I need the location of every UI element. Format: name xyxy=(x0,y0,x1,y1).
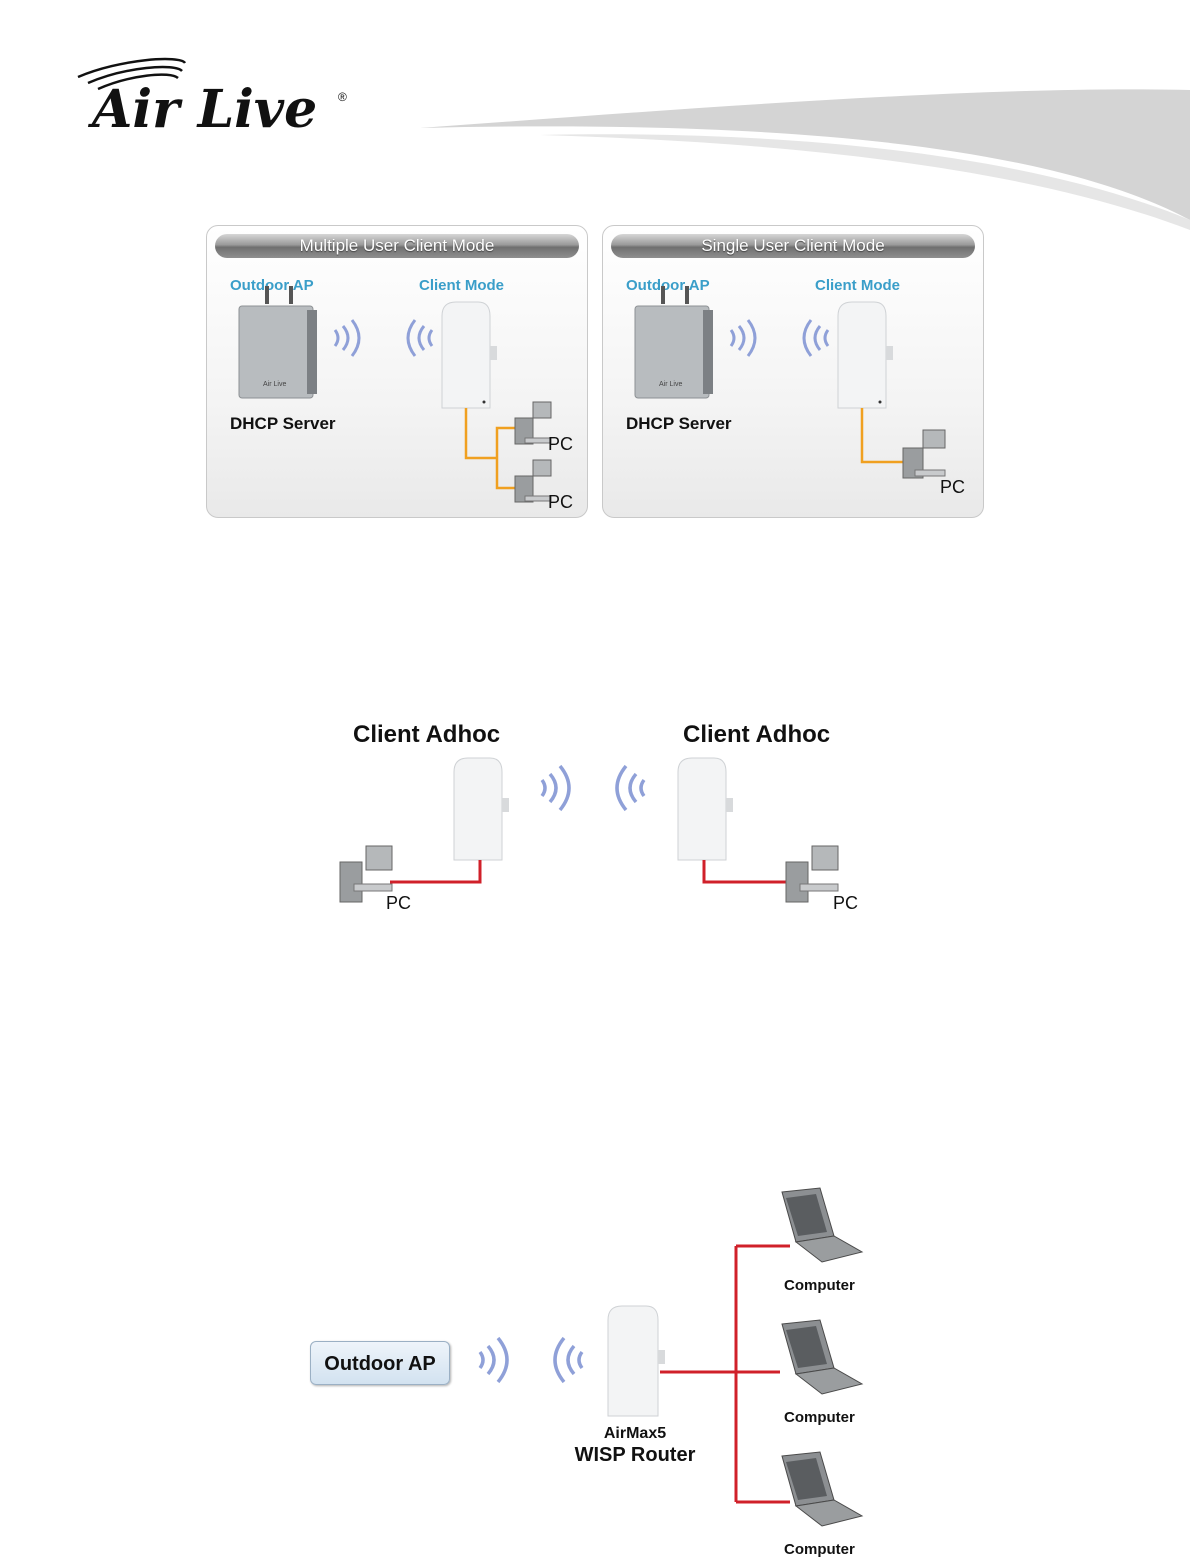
panel-multiple-user-client-mode: Multiple User Client Mode Outdoor AP Cli… xyxy=(206,225,588,518)
device-role-label: WISP Router xyxy=(555,1444,715,1467)
svg-text:Air Live: Air Live xyxy=(87,79,317,140)
pc-icon xyxy=(786,846,838,902)
computer-label: Computer xyxy=(784,1277,855,1294)
pc-icon xyxy=(340,846,392,902)
header-swoosh xyxy=(420,80,1190,230)
client-cpe-device-icon xyxy=(442,302,497,408)
client-adhoc-title-left: Client Adhoc xyxy=(353,721,500,749)
svg-text:Air Live: Air Live xyxy=(263,381,286,388)
pc-icon xyxy=(903,430,945,478)
ethernet-cable xyxy=(466,408,519,488)
laptop-icon xyxy=(782,1188,862,1262)
wisp-router-device-icon xyxy=(608,1306,665,1416)
airlive-logo: Air Live ® xyxy=(70,55,370,145)
panel-single-user-client-mode: Single User Client Mode Outdoor AP Clien… xyxy=(602,225,984,518)
computer-label: Computer xyxy=(784,1409,855,1426)
pc-label: PC xyxy=(548,434,573,455)
panel-diagram: Air Live xyxy=(603,226,985,519)
client-cpe-device-icon xyxy=(838,302,893,408)
pc-label: PC xyxy=(386,893,411,914)
outdoor-ap-device-icon: Air Live xyxy=(239,286,317,398)
pc-label: PC xyxy=(833,893,858,914)
panel-diagram: Air Live xyxy=(207,226,589,519)
svg-text:Air Live: Air Live xyxy=(659,381,682,388)
device-name-label: AirMax5 xyxy=(560,1425,710,1443)
ethernet-cable xyxy=(704,860,792,882)
wisp-diagram xyxy=(470,1180,870,1560)
wireless-signal-icon xyxy=(480,1338,582,1382)
wireless-signal-icon xyxy=(731,320,828,356)
pc-label: PC xyxy=(940,477,965,498)
outdoor-ap-device-icon: Air Live xyxy=(635,286,713,398)
ethernet-cable xyxy=(390,860,480,882)
laptop-icon xyxy=(782,1320,862,1394)
laptop-icon xyxy=(782,1452,862,1526)
ethernet-cable xyxy=(862,408,903,462)
client-cpe-device-icon xyxy=(678,758,733,860)
pc-icon xyxy=(515,402,551,444)
client-cpe-device-icon xyxy=(454,758,509,860)
wireless-signal-icon xyxy=(542,766,644,810)
pc-label: PC xyxy=(548,492,573,513)
computer-label: Computer xyxy=(784,1541,855,1558)
outdoor-ap-box: Outdoor AP xyxy=(310,1341,450,1385)
wireless-signal-icon xyxy=(335,320,432,356)
svg-text:®: ® xyxy=(338,90,347,104)
pc-icon xyxy=(515,460,551,502)
client-adhoc-title-right: Client Adhoc xyxy=(683,721,830,749)
